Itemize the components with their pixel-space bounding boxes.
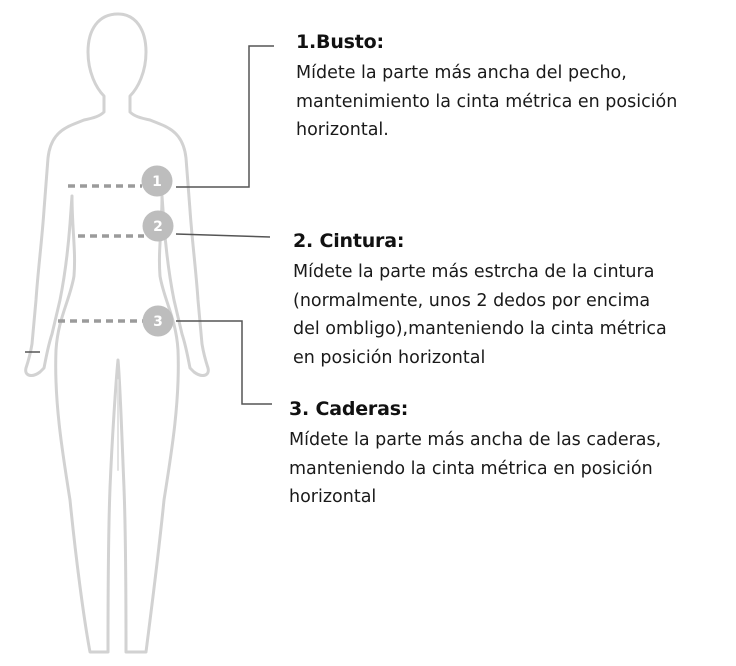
silhouette-head: [24, 12, 210, 654]
marker-2-number: 2: [153, 219, 163, 235]
marker-3-circle: [142, 305, 174, 337]
bust-instructions: 1.Busto: Mídete la parte más ancha del p…: [296, 30, 736, 145]
bust-line-2: mantenimiento la cinta métrica en posici…: [296, 91, 678, 112]
marker-2-circle: [142, 210, 174, 242]
waist-line-2: (normalmente, unos 2 dedos por encima: [293, 290, 651, 311]
waist-instructions: 2. Cintura: Mídete la parte más estrcha …: [293, 229, 733, 372]
body-silhouette: [24, 12, 210, 654]
leader-lines: [25, 45, 274, 405]
hip-instructions: 3. Caderas: Mídete la parte más ancha de…: [289, 397, 736, 512]
bust-line-3: horizontal.: [296, 120, 389, 140]
hip-line-2: manteniendo la cinta métrica en posición: [289, 458, 653, 479]
bust-title: 1.Busto:: [296, 31, 384, 53]
marker-3-number: 3: [153, 314, 163, 330]
hip-line-3: horizontal: [289, 487, 377, 507]
bust-description: Mídete la parte más ancha del pecho, man…: [296, 59, 736, 145]
marker-3: 3: [142, 305, 174, 337]
waist-leader-line: [175, 233, 271, 238]
marker-1-circle: [141, 165, 173, 197]
marker-2: 2: [142, 210, 174, 242]
waist-description: Mídete la parte más estrcha de la cintur…: [293, 258, 733, 372]
hip-leader-line: [176, 320, 272, 405]
hip-description: Mídete la parte más ancha de las caderas…: [289, 426, 736, 512]
waist-line-3: del ombligo),manteniendo la cinta métric…: [293, 319, 667, 339]
waist-title: 2. Cintura:: [293, 230, 405, 252]
measurement-dashes: [58, 184, 144, 323]
hip-title: 3. Caderas:: [289, 398, 409, 420]
hip-line-1: Mídete la parte más ancha de las caderas…: [289, 430, 662, 450]
bust-line-1: Mídete la parte más ancha del pecho,: [296, 63, 627, 83]
marker-1-number: 1: [152, 174, 162, 190]
marker-1: 1: [141, 165, 173, 197]
waist-line-1: Mídete la parte más estrcha de la cintur…: [293, 262, 655, 282]
measurement-markers: 1 2 3: [141, 165, 174, 337]
waist-line-4: en posición horizontal: [293, 347, 486, 368]
bust-leader-line: [176, 45, 274, 188]
